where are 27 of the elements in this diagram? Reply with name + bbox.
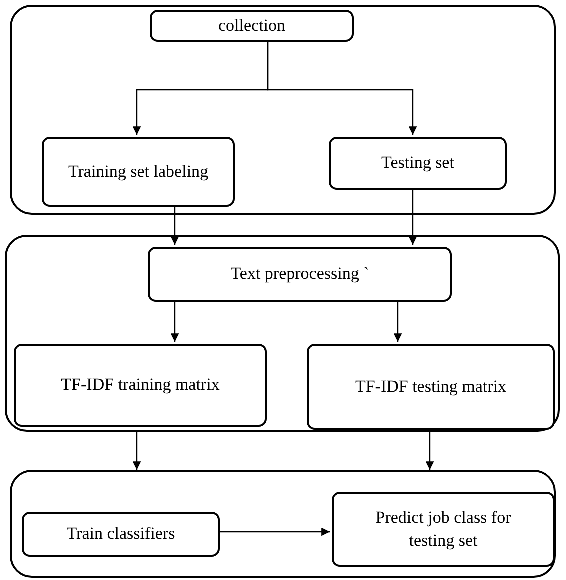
box-label: Text preprocessing `	[230, 263, 370, 286]
group-panel	[10, 5, 556, 215]
process-box	[42, 137, 235, 207]
arrow	[394, 300, 402, 342]
arrow	[218, 528, 330, 536]
arrow	[170, 300, 180, 342]
box-label: Train classifiers	[66, 523, 176, 546]
arrow	[267, 40, 418, 135]
group-panel	[10, 470, 556, 578]
process-box	[329, 137, 507, 190]
process-box	[332, 492, 555, 567]
arrow	[426, 432, 434, 470]
arrow	[408, 188, 418, 245]
arrow	[132, 432, 142, 470]
box-label: collection	[218, 14, 286, 37]
process-box	[150, 10, 354, 42]
process-box	[148, 247, 452, 302]
box-label: Testing set	[382, 152, 454, 174]
arrow	[170, 205, 180, 245]
box-label: TF-IDF training matrix	[61, 374, 220, 396]
box-label: TF-IDF testing matrix	[355, 376, 507, 398]
group-panel	[5, 235, 560, 432]
process-box	[22, 512, 220, 557]
process-box	[307, 344, 555, 430]
process-box	[14, 344, 267, 427]
box-label: Predict job class for testing set	[374, 507, 512, 552]
box-label: Training set labeling	[68, 160, 209, 183]
